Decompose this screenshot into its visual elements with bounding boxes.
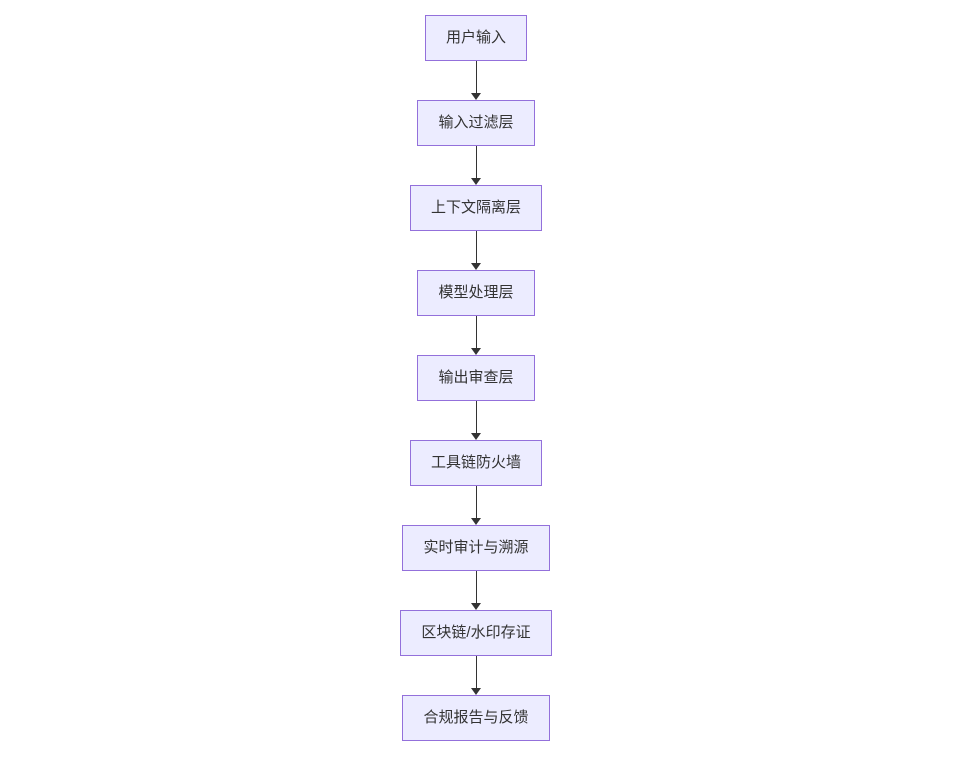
arrow-line xyxy=(475,656,477,688)
arrow-line xyxy=(475,316,477,348)
arrow-connector xyxy=(471,316,481,355)
flow-node-user-input: 用户输入 xyxy=(424,15,527,61)
arrowhead-icon xyxy=(471,263,481,270)
arrow-connector xyxy=(471,61,481,100)
arrowhead-icon xyxy=(471,93,481,100)
flow-node-output-review: 输出审查层 xyxy=(417,355,535,401)
arrow-connector xyxy=(471,486,481,525)
arrow-line xyxy=(475,571,477,603)
arrow-connector xyxy=(471,401,481,440)
flow-node-toolchain-firewall: 工具链防火墙 xyxy=(409,440,542,486)
flowchart: 用户输入输入过滤层上下文隔离层模型处理层输出审查层工具链防火墙实时审计与溯源区块… xyxy=(400,15,552,741)
arrowhead-icon xyxy=(471,518,481,525)
arrow-line xyxy=(475,486,477,518)
flow-node-compliance-feedback: 合规报告与反馈 xyxy=(402,695,550,741)
flow-node-blockchain-watermark: 区块链/水印存证 xyxy=(400,610,552,656)
arrow-connector xyxy=(471,146,481,185)
arrow-connector xyxy=(471,656,481,695)
arrow-connector xyxy=(471,571,481,610)
arrowhead-icon xyxy=(471,433,481,440)
flow-node-context-isolation: 上下文隔离层 xyxy=(409,185,542,231)
arrowhead-icon xyxy=(471,603,481,610)
arrowhead-icon xyxy=(471,348,481,355)
flow-node-input-filter-layer: 输入过滤层 xyxy=(417,100,535,146)
arrow-line xyxy=(475,401,477,433)
arrowhead-icon xyxy=(471,688,481,695)
flow-node-realtime-audit-trace: 实时审计与溯源 xyxy=(402,525,550,571)
arrow-line xyxy=(475,61,477,93)
flow-node-model-processing: 模型处理层 xyxy=(417,270,535,316)
arrowhead-icon xyxy=(471,178,481,185)
arrow-line xyxy=(475,231,477,263)
arrow-connector xyxy=(471,231,481,270)
arrow-line xyxy=(475,146,477,178)
